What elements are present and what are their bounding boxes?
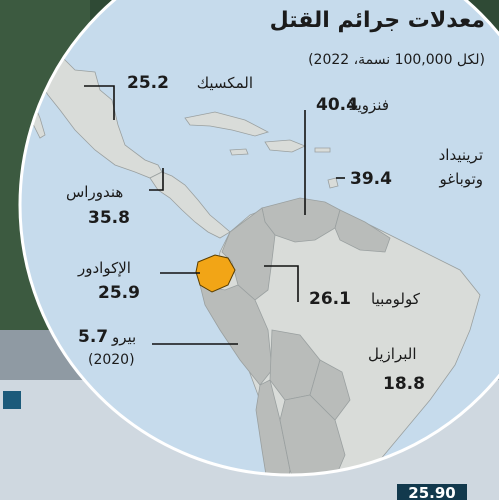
leader-colombia — [264, 265, 299, 302]
label-trinidad-value: 39.4 — [350, 169, 392, 189]
island-trinidad — [327, 177, 339, 189]
country-chile — [255, 379, 291, 475]
country-guyana — [334, 209, 391, 253]
label-honduras-name: هندوراس — [66, 183, 124, 201]
decorative-square — [3, 391, 21, 409]
country-paraguay — [309, 359, 351, 421]
label-colombia-name: كولومبيا — [371, 290, 420, 308]
bottom-badge: 25.90 — [397, 484, 467, 500]
leader-honduras — [149, 168, 164, 191]
label-brazil-name: البرازيل — [368, 345, 417, 363]
label-brazil-value: 18.8 — [383, 374, 425, 394]
map-title: معدلات جرائم القتل — [269, 8, 485, 33]
label-trinidad-name-2: وتوباغو — [439, 170, 483, 188]
country-mexico — [20, 54, 163, 179]
label-mexico-name: المكسيك — [196, 74, 253, 92]
leader-lines — [84, 85, 345, 345]
label-trinidad-name-1: ترينيداد — [438, 146, 483, 164]
map-subtitle: (لكل 100,000 نسمة، 2022) — [308, 52, 485, 68]
island-jamaica — [229, 148, 249, 156]
map-circle-border — [18, 0, 499, 477]
label-peru-note: (2020) — [88, 352, 135, 368]
label-venezuela-name: فنزويلا — [348, 96, 389, 114]
country-ecuador — [195, 254, 236, 293]
label-venezuela-value: 40.4 — [316, 95, 358, 115]
island-hispaniola — [264, 139, 307, 153]
leader-mexico — [84, 85, 115, 120]
label-honduras-value: 35.8 — [88, 208, 130, 228]
label-mexico-value: 25.2 — [127, 73, 169, 93]
label-peru-name: بيرو — [112, 328, 137, 346]
label-ecuador-value: 25.9 — [98, 283, 140, 303]
label-peru-value: 5.7 — [78, 327, 109, 347]
label-colombia-value: 26.1 — [309, 289, 351, 309]
island-puerto-rico — [314, 147, 331, 153]
island-cuba — [184, 111, 270, 137]
label-ecuador-name: الإكوادور — [78, 259, 131, 277]
